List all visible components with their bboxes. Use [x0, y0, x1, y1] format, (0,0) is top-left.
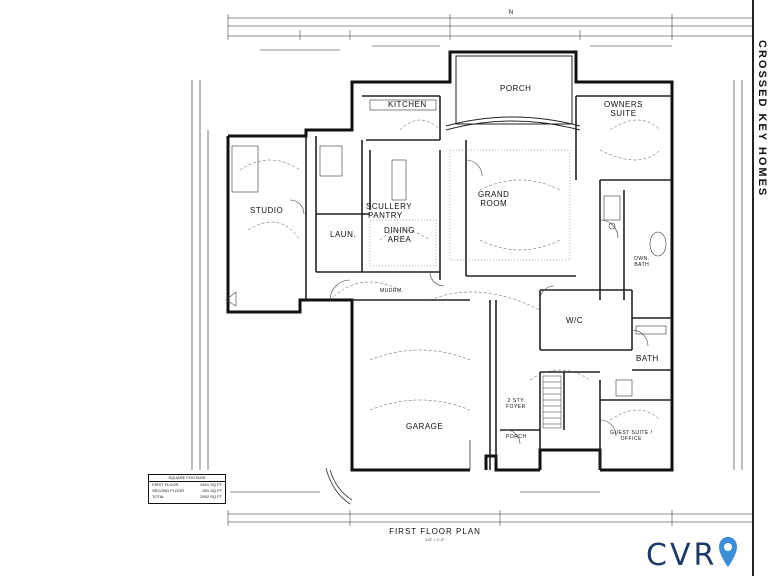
north-arrow: N	[502, 6, 520, 20]
north-arrow-label: N	[508, 10, 514, 16]
garage-slab	[325, 440, 471, 505]
room-label-bath: BATH	[636, 354, 659, 363]
table-row: SECOND FLOOR 591 SQ FT	[149, 488, 225, 494]
room-label-owners-suite: OWNERS SUITE	[604, 100, 643, 118]
plan-title: FIRST FLOOR PLAN	[389, 527, 481, 536]
title-block-brand: CROSSED KEY HOMES	[758, 40, 768, 198]
square-footage-table: SQUARE FOOTAGE FIRST FLOOR 2401 SQ FT SE…	[148, 474, 226, 504]
porch-outline	[445, 55, 581, 131]
row-value: 2992 SQ FT	[200, 494, 222, 499]
stairs	[542, 375, 562, 429]
ceiling-lines	[369, 149, 571, 267]
title-block	[752, 0, 768, 576]
row-label: TOTAL	[152, 494, 165, 499]
plan-scale: 1/4" = 1'-0"	[425, 537, 445, 542]
room-label-scullery: SCULLERY	[366, 202, 413, 211]
watermark-logo: CVR	[646, 535, 739, 575]
room-label-grand-room: GRAND ROOM	[478, 190, 510, 208]
interior-walls	[305, 95, 672, 470]
room-label-pantry: PANTRY	[368, 211, 403, 220]
room-label-owners-bath: OWN. BATH	[634, 256, 650, 268]
room-label-foyer: 2 STY FOYER	[506, 398, 526, 410]
fixtures	[231, 99, 667, 397]
room-label-kitchen: KITCHEN	[388, 100, 427, 109]
electrical-circuits	[239, 119, 661, 421]
exterior-walls	[226, 50, 674, 472]
door-swings	[225, 159, 649, 445]
row-label: FIRST FLOOR	[152, 482, 179, 487]
dimension-lines	[191, 14, 752, 526]
room-label-dining-area: DINING AREA	[384, 226, 415, 244]
square-footage-header: SQUARE FOOTAGE	[149, 475, 225, 482]
table-row: TOTAL 2992 SQ FT	[149, 494, 225, 500]
room-label-mudrm: MUDRM.	[380, 288, 404, 294]
room-label-wic: W/C	[566, 316, 584, 325]
room-label-porch-top: PORCH	[500, 84, 532, 93]
room-label-laun: LAUN.	[330, 230, 357, 239]
watermark-text: CVR	[646, 538, 718, 573]
room-label-porch-front: PORCH	[506, 434, 527, 440]
table-row: FIRST FLOOR 2401 SQ FT	[149, 482, 225, 488]
row-value: 2401 SQ FT	[200, 482, 222, 487]
room-label-guest-suite: GUEST SUITE / OFFICE	[610, 430, 653, 442]
room-label-garage: GARAGE	[406, 422, 444, 431]
row-label: SECOND FLOOR	[152, 488, 185, 493]
room-label-studio: STUDIO	[250, 206, 284, 215]
map-pin-icon	[719, 537, 738, 567]
row-value: 591 SQ FT	[202, 488, 222, 493]
